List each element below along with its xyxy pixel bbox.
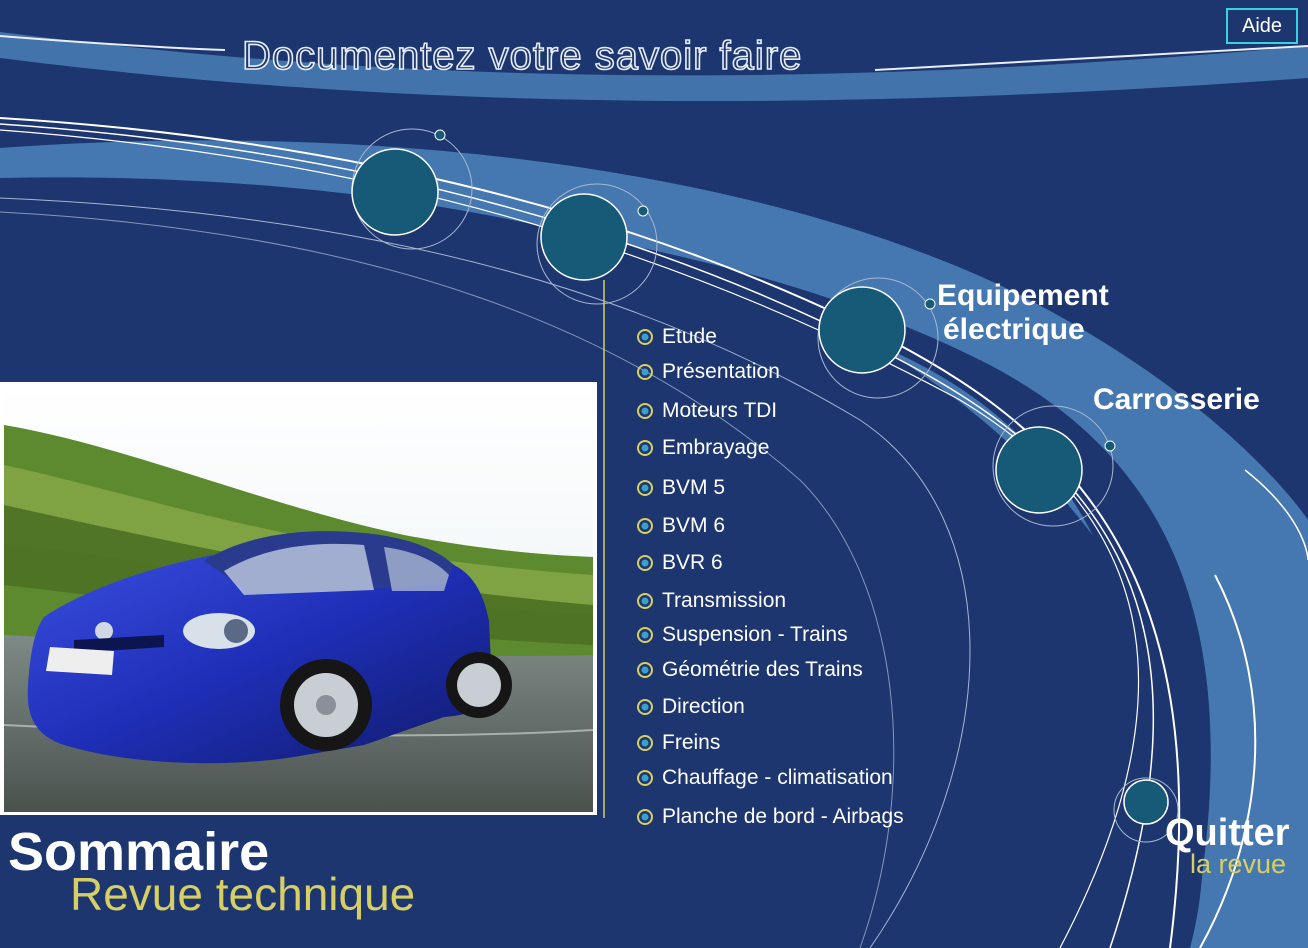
menu-bullet-icon	[636, 591, 656, 611]
page-title: Sommaire	[8, 822, 270, 882]
equipment-line-1: Equipement	[937, 279, 1109, 312]
menu-bullet-icon	[636, 478, 656, 498]
menu-bullet-icon	[636, 660, 656, 680]
menu-item-etude[interactable]: Etude	[636, 322, 717, 352]
car-photo	[0, 382, 597, 815]
menu-item-chauffage-climatisation[interactable]: Chauffage - climatisation	[636, 763, 893, 793]
menu-item-geometrie-trains[interactable]: Géométrie des Trains	[636, 655, 863, 685]
menu-item-suspension-trains[interactable]: Suspension - Trains	[636, 620, 848, 650]
page-subtitle: Revue technique	[70, 868, 416, 920]
equipment-electrical-link[interactable]: Equipement électrique	[937, 279, 1109, 347]
menu-item-moteurs-tdi[interactable]: Moteurs TDI	[636, 396, 777, 426]
tagline: Documentez votre savoir faire	[241, 33, 803, 79]
quit-button[interactable]: Quitter	[1165, 812, 1290, 854]
quit-subtitle[interactable]: la revue	[1190, 849, 1287, 879]
equipment-line-2: électrique	[943, 313, 1085, 346]
menu-bullet-icon	[636, 362, 656, 382]
menu-item-transmission[interactable]: Transmission	[636, 586, 786, 616]
menu-bullet-icon	[636, 553, 656, 573]
menu-bullet-icon	[636, 327, 656, 347]
menu-item-bvr6[interactable]: BVR 6	[636, 548, 723, 578]
menu-bullet-icon	[636, 768, 656, 788]
menu-item-presentation[interactable]: Présentation	[636, 357, 780, 387]
menu-item-planche-bord-airbags[interactable]: Planche de bord - Airbags	[636, 802, 904, 832]
menu-item-direction[interactable]: Direction	[636, 692, 745, 722]
menu-bullet-icon	[636, 625, 656, 645]
menu-item-bvm5[interactable]: BVM 5	[636, 473, 725, 503]
menu-bullet-icon	[636, 438, 656, 458]
menu-bullet-icon	[636, 733, 656, 753]
menu-bullet-icon	[636, 401, 656, 421]
help-button[interactable]: Aide	[1226, 8, 1298, 44]
menu-item-bvm6[interactable]: BVM 6	[636, 511, 725, 541]
menu-bullet-icon	[636, 516, 656, 536]
menu-bullet-icon	[636, 697, 656, 717]
menu-item-embrayage[interactable]: Embrayage	[636, 433, 769, 463]
bodywork-link[interactable]: Carrosserie	[1093, 383, 1260, 416]
menu-bullet-icon	[636, 807, 656, 827]
menu-item-freins[interactable]: Freins	[636, 728, 720, 758]
